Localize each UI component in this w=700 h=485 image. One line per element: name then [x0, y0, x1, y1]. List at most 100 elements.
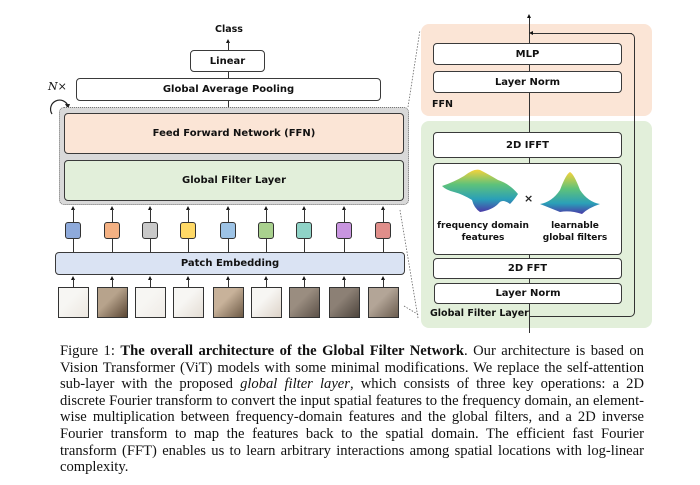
- connector: [265, 279, 267, 287]
- image-patch: [97, 287, 128, 318]
- global-filters-label: learnable global filters: [542, 221, 608, 243]
- connector: [111, 239, 113, 252]
- connector: [382, 279, 384, 287]
- arrow-up-icon: [342, 206, 346, 210]
- arrow-up-icon: [71, 206, 75, 210]
- ffn-block-label: Feed Forward Network (FFN): [152, 128, 316, 139]
- arrow-up-icon: [186, 276, 190, 280]
- token-embedding: [180, 222, 196, 239]
- arrow-up-icon: [264, 276, 268, 280]
- ffn-block: Feed Forward Network (FFN): [64, 113, 404, 154]
- caption-title: The overall architecture of the Global F…: [120, 343, 465, 359]
- gap-label: Global Average Pooling: [162, 84, 295, 95]
- patch-embedding-label: Patch Embedding: [180, 258, 280, 269]
- token-embedding: [142, 222, 158, 239]
- connector: [343, 209, 345, 222]
- connector: [72, 239, 74, 252]
- ffn-group: [421, 24, 652, 116]
- global-filter-block: Global Filter Layer: [64, 160, 404, 201]
- global-filter-group-label: Global Filter Layer: [430, 308, 529, 319]
- fft-label: 2D FFT: [507, 263, 548, 274]
- mlp-label: MLP: [515, 48, 540, 60]
- connector: [228, 101, 230, 109]
- class-label: Class: [215, 24, 243, 35]
- arrow-up-icon: [226, 276, 230, 280]
- arrow-up-icon: [148, 206, 152, 210]
- arrow-left-icon: [529, 31, 533, 35]
- image-patch: [213, 287, 244, 318]
- arrow-up-icon: [527, 14, 531, 18]
- arrow-up-icon: [381, 276, 385, 280]
- residual-line-top: [532, 33, 632, 35]
- mlp-box: MLP: [433, 43, 622, 65]
- image-patch: [289, 287, 320, 318]
- token-embedding: [258, 222, 274, 239]
- figure-caption: Figure 1: The overall architecture of th…: [60, 343, 644, 476]
- connector: [228, 42, 230, 50]
- linear-box: Linear: [190, 50, 265, 72]
- frequency-features-surface-icon: [442, 169, 518, 212]
- connector: [149, 239, 151, 252]
- linear-label: Linear: [209, 55, 246, 67]
- arrow-up-icon: [264, 206, 268, 210]
- arrow-up-icon: [226, 206, 230, 210]
- connector: [303, 279, 305, 287]
- connector: [382, 239, 384, 252]
- connector: [227, 279, 229, 287]
- filter-multiply-box: × frequency domain features learnable gl…: [433, 163, 622, 255]
- arrow-up-icon: [381, 206, 385, 210]
- connector: [382, 209, 384, 222]
- caption-prefix: Figure 1:: [60, 343, 121, 359]
- residual-line: [627, 33, 635, 317]
- connector: [303, 209, 305, 222]
- ffn-layer-norm-label: Layer Norm: [494, 76, 561, 88]
- global-filter-surface-icon: [540, 172, 600, 214]
- gf-layer-norm-box: Layer Norm: [434, 283, 622, 304]
- ifft-box: 2D IFFT: [433, 132, 622, 158]
- frequency-features-label: frequency domain features: [437, 221, 529, 243]
- connector: [111, 279, 113, 287]
- fft-box: 2D FFT: [433, 258, 622, 279]
- connector: [187, 239, 189, 252]
- token-embedding: [65, 222, 81, 239]
- arrow-up-icon: [342, 276, 346, 280]
- token-embedding: [375, 222, 391, 239]
- connector: [343, 239, 345, 252]
- connector: [187, 279, 189, 287]
- caption-text-2: , which consists of three key operations…: [60, 376, 644, 476]
- arrow-up-icon: [71, 276, 75, 280]
- repeat-loop-icon: [49, 99, 70, 115]
- connector: [72, 279, 74, 287]
- connector: [227, 239, 229, 252]
- connector: [187, 209, 189, 222]
- global-filter-block-label: Global Filter Layer: [181, 175, 287, 186]
- connector: [72, 209, 74, 222]
- image-patch: [135, 287, 166, 318]
- image-patch: [251, 287, 282, 318]
- arrow-up-icon: [148, 276, 152, 280]
- connector: [111, 209, 113, 222]
- image-patch: [58, 287, 89, 318]
- caption-text-1: . Our architecture is based on Vision Tr…: [60, 343, 644, 393]
- token-embedding: [220, 222, 236, 239]
- image-patch: [329, 287, 360, 318]
- caption-emphasis: global filter layer: [240, 376, 350, 393]
- connector: [343, 279, 345, 287]
- arrow-up-icon: [302, 276, 306, 280]
- image-patch: [173, 287, 204, 318]
- arrow-up-icon: [110, 276, 114, 280]
- connector: [228, 72, 230, 78]
- arrow-up-icon: [226, 39, 230, 43]
- multiply-icon: ×: [524, 192, 534, 205]
- token-embedding: [296, 222, 312, 239]
- connector: [265, 209, 267, 222]
- ffn-group-label: FFN: [432, 99, 453, 110]
- connector: [227, 209, 229, 222]
- connector: [149, 279, 151, 287]
- zoom-guide-lines: [399, 29, 421, 319]
- repeat-label: N×: [48, 80, 67, 93]
- arrow-up-icon: [110, 206, 114, 210]
- connector: [149, 209, 151, 222]
- token-embedding: [336, 222, 352, 239]
- connector: [265, 239, 267, 252]
